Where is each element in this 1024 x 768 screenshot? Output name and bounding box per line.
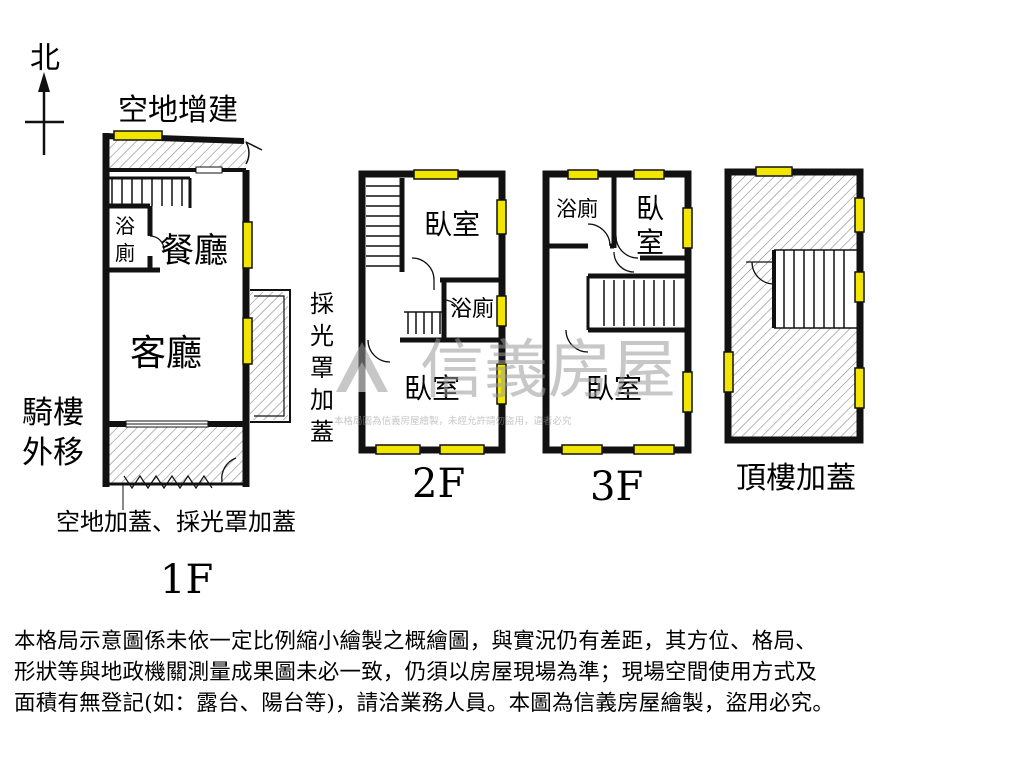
floor-1f: 空地增建 浴 廁 餐廳 客廳 騎樓 外移 採 光 罩 加 蓋 空地加蓋、採光罩加… (22, 93, 334, 603)
watermark: 信義房屋 本格局圖為信義房屋繪製，未經允許請勿盜用，違者必究 (334, 334, 676, 427)
disclaimer-line-1: 本格局示意圖係未依一定比例縮小繪製之概繪圖，與實況仍有差距，其方位、格局、 (14, 629, 817, 654)
bath-label-2: 廁 (115, 241, 135, 265)
skylight-char-1: 採 (310, 290, 334, 318)
arcade-hatch (106, 424, 246, 484)
disclaimer-line-2: 形狀等與地政機關測量成果圖未必一致，仍須以房屋現場為準；現場空間使用方式及 (14, 660, 817, 685)
skylight-char-4: 加 (310, 386, 334, 414)
3f-bedroom-top-1: 臥 (636, 192, 664, 225)
watermark-small: 本格局圖為信義房屋繪製，未經允許請勿盜用，違者必究 (334, 415, 572, 427)
skylight-char-5: 蓋 (310, 418, 334, 446)
2f-bedroom-bottom: 臥室 (404, 372, 460, 405)
3f-bedroom-bottom: 臥室 (586, 372, 642, 405)
compass-label: 北 (30, 41, 60, 76)
disclaimer-line-3: 面積有無登記(如：露台、陽台等)，請洽業務人員。本圖為信義房屋繪製，盜用必究。 (14, 691, 835, 716)
floor-label-2f: 2F (412, 461, 465, 507)
bottom-note: 空地加蓋、採光罩加蓋 (56, 508, 296, 536)
disclaimer: 本格局示意圖係未依一定比例縮小繪製之概繪圖，與實況仍有差距，其方位、格局、 形狀… (14, 626, 1014, 719)
skylight-hatch (250, 292, 288, 420)
2f-bath: 浴廁 (450, 297, 494, 322)
extension-hatch (106, 140, 246, 170)
extension-label: 空地增建 (118, 93, 238, 128)
floor-3f: 浴廁 臥 室 臥室 3F (542, 169, 693, 510)
floor-label-roof: 頂樓加蓋 (736, 461, 856, 496)
watermark-brand: 信義房屋 (420, 334, 676, 408)
floor-2f: 臥室 浴廁 臥室 2F (358, 169, 507, 507)
north-compass: 北 (25, 41, 64, 155)
3f-bath: 浴廁 (556, 197, 598, 221)
arcade-label-2: 外移 (22, 435, 84, 471)
floor-label-1f: 1F (160, 557, 213, 603)
floor-label-3f: 3F (590, 464, 643, 510)
bath-label-1: 浴 (115, 214, 135, 238)
arcade-label-1: 騎樓 (22, 395, 84, 431)
2f-bedroom-top: 臥室 (424, 208, 480, 241)
3f-bedroom-top-2: 室 (636, 226, 664, 259)
floor-plan: 北 (22, 41, 865, 603)
floor-roof: 頂樓加蓋 (723, 166, 865, 496)
living-label: 客廳 (130, 333, 202, 374)
dining-label: 餐廳 (160, 231, 228, 271)
skylight-char-3: 罩 (310, 354, 334, 382)
skylight-char-2: 光 (310, 322, 334, 350)
